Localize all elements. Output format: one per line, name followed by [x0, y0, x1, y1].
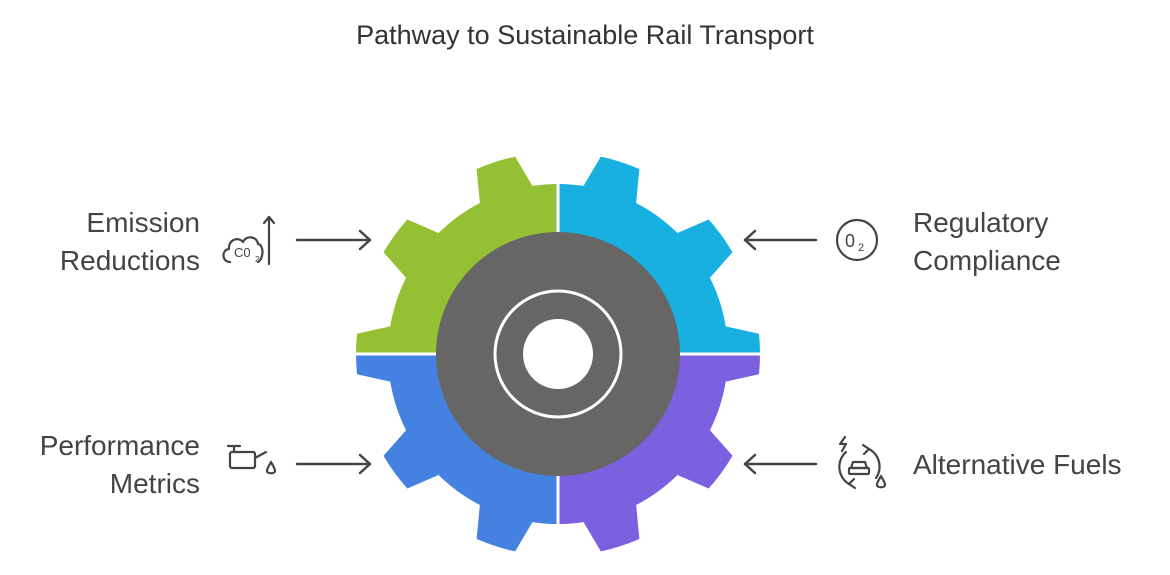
arrow-performance [295, 453, 372, 475]
o2-circle-icon: 0 2 [835, 218, 879, 262]
svg-text:2: 2 [858, 242, 864, 254]
label-line: Alternative Fuels [913, 449, 1122, 480]
label-line: Metrics [109, 468, 200, 499]
oil-can-icon [226, 444, 277, 475]
label-regulatory-compliance: Regulatory Compliance [913, 204, 1061, 280]
label-line: Performance [39, 430, 200, 461]
arrow-regulatory [743, 229, 818, 251]
co2-rising-icon: C0 2 [222, 215, 276, 266]
diagram-title: Pathway to Sustainable Rail Transport [356, 20, 814, 50]
hub-ring [493, 289, 623, 419]
label-alternative-fuels: Alternative Fuels [913, 446, 1122, 484]
arrow-alternative [743, 453, 818, 475]
hub-hole [523, 319, 593, 389]
arrow-emission [295, 229, 372, 251]
eco-car-cycle-icon [838, 435, 887, 490]
label-line: Regulatory [913, 207, 1049, 238]
svg-text:0: 0 [845, 231, 855, 251]
svg-text:2: 2 [255, 255, 260, 264]
label-line: Emission [86, 207, 200, 238]
label-performance-metrics: Performance Metrics [0, 427, 200, 503]
svg-text:C0: C0 [234, 245, 251, 260]
label-line: Reductions [59, 245, 200, 276]
label-line: Compliance [913, 245, 1061, 276]
label-emission-reductions: Emission Reductions [20, 204, 200, 280]
